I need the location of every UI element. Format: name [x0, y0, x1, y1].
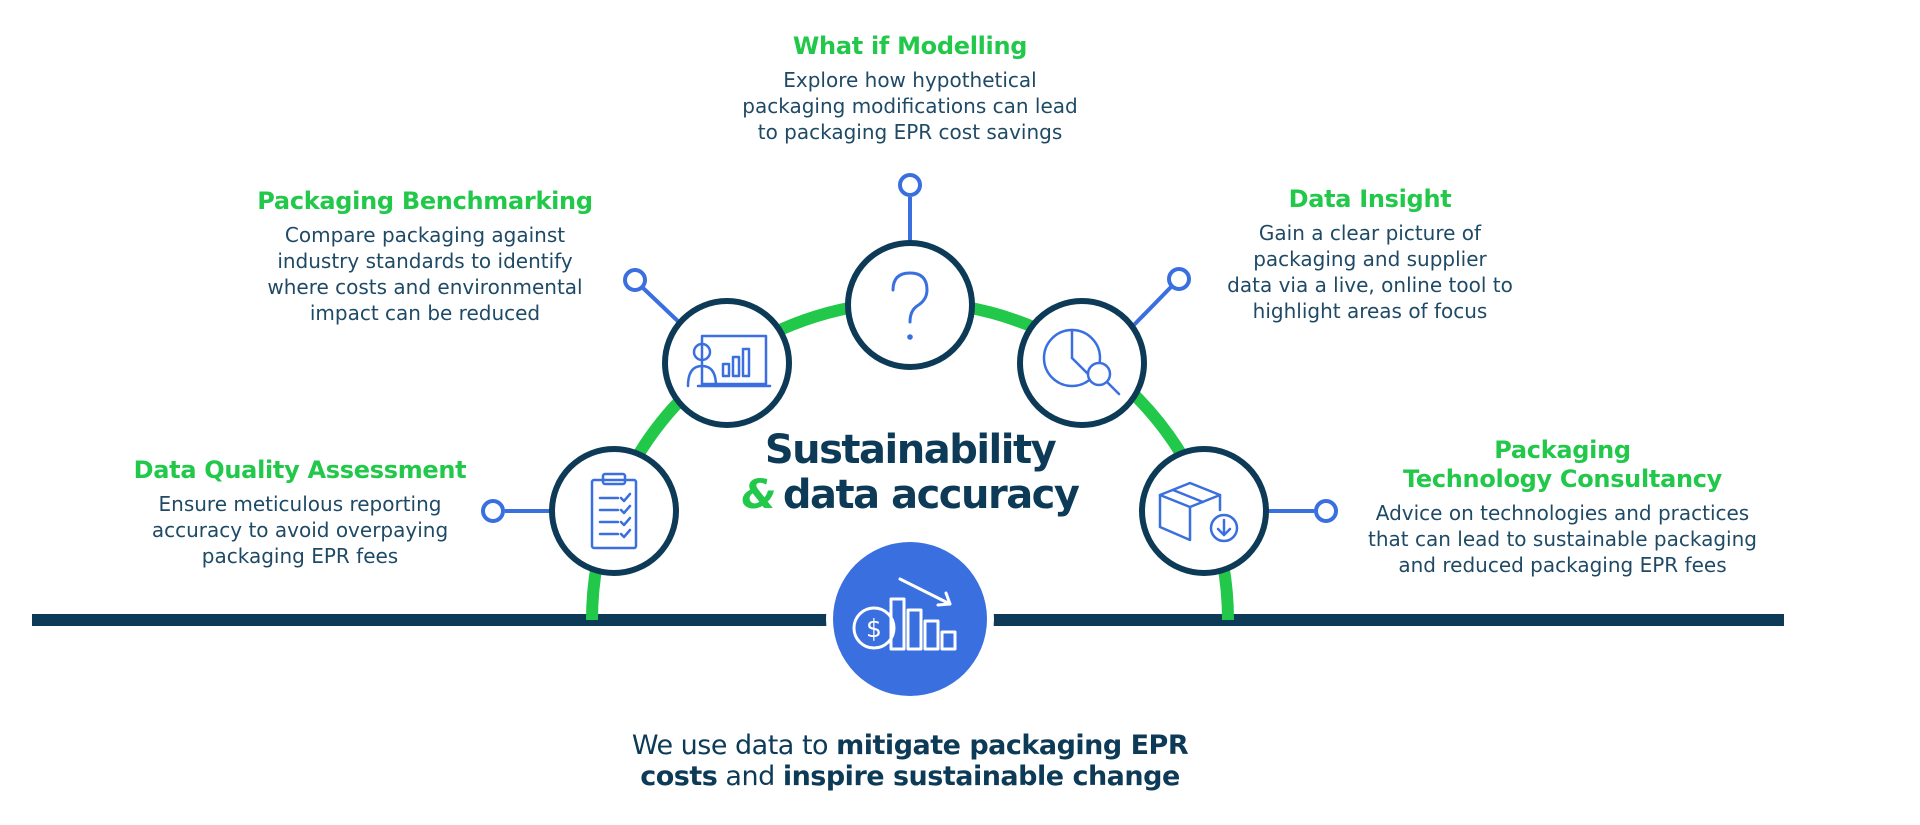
node-packaging-benchmarking — [662, 298, 792, 428]
connector-benchmarking — [623, 268, 685, 328]
desc-line: and reduced packaging EPR fees — [1398, 553, 1727, 577]
desc-line: that can lead to sustainable packaging — [1368, 527, 1757, 551]
ampersand: & — [741, 472, 777, 518]
money-chart-down-icon — [852, 577, 957, 651]
connector-what-if — [898, 173, 922, 245]
block-data-quality-assessment: Data Quality Assessment Ensure meticulou… — [125, 456, 475, 569]
connector-data-insight — [1129, 267, 1191, 330]
tagline-line1: We use data to mitigate packaging EPR — [540, 730, 1280, 761]
desc-line: Gain a clear picture of — [1258, 221, 1482, 245]
desc-line: to packaging EPR cost savings — [757, 120, 1063, 144]
connector-tech-consultancy — [1264, 499, 1338, 523]
center-money-node: $ — [826, 535, 994, 703]
heading-line: Technology Consultancy — [1402, 465, 1723, 493]
center-title-line2-text: data accuracy — [782, 472, 1080, 518]
block-packaging-technology-consultancy: Packaging Technology Consultancy Advice … — [1340, 436, 1785, 578]
node-packaging-technology-consultancy — [1139, 446, 1269, 576]
desc-line: data via a live, online tool to — [1227, 273, 1513, 297]
desc-line: packaging modifications can lead — [742, 94, 1078, 118]
block-packaging-benchmarking: Packaging Benchmarking Compare packaging… — [240, 187, 610, 326]
tagline-line2: costs and inspire sustainable change — [540, 761, 1280, 792]
heading-data-insight: Data Insight — [1288, 185, 1452, 213]
tagline-bold: mitigate packaging EPR — [836, 730, 1189, 761]
node-data-quality-assessment — [549, 446, 679, 576]
desc-line: where costs and environmental — [267, 275, 583, 299]
question-mark-icon — [891, 271, 929, 340]
presentation-chart-icon — [686, 334, 772, 388]
pie-chart-magnifier-icon — [1042, 328, 1121, 396]
box-download-icon — [1158, 481, 1239, 543]
desc-line: industry standards to identify — [277, 249, 573, 273]
desc-line: Compare packaging against — [284, 223, 566, 247]
center-title: Sustainability &data accuracy — [690, 428, 1130, 518]
desc-line: Explore how hypothetical — [783, 68, 1037, 92]
heading-data-quality-assessment: Data Quality Assessment — [133, 456, 467, 484]
desc-line: packaging and supplier — [1253, 247, 1487, 271]
tagline: We use data to mitigate packaging EPR co… — [540, 730, 1280, 792]
connector-data-quality — [481, 499, 556, 523]
dollar-sign: $ — [866, 614, 882, 643]
tagline-part: We use data to — [631, 730, 837, 761]
desc-line: Ensure meticulous reporting — [158, 492, 442, 516]
heading-packaging-technology-consultancy: Packaging Technology Consultancy — [1340, 436, 1785, 494]
desc-line: Advice on technologies and practices — [1375, 501, 1750, 525]
node-data-insight — [1017, 298, 1147, 428]
heading-packaging-benchmarking: Packaging Benchmarking — [257, 187, 593, 215]
heading-what-if-modelling: What if Modelling — [792, 32, 1028, 60]
center-title-line1: Sustainability — [764, 427, 1057, 473]
heading-line: Packaging — [1494, 436, 1631, 464]
desc-line: highlight areas of focus — [1252, 299, 1488, 323]
desc-line: impact can be reduced — [309, 301, 541, 325]
block-what-if-modelling: What if Modelling Explore how hypothetic… — [720, 32, 1100, 145]
desc-line: packaging EPR fees — [201, 544, 399, 568]
block-data-insight: Data Insight Gain a clear picture of pac… — [1210, 185, 1530, 324]
tagline-bold: inspire sustainable change — [782, 761, 1180, 792]
center-title-line2: &data accuracy — [690, 473, 1130, 518]
node-what-if-modelling — [845, 240, 975, 370]
tagline-part: and — [717, 761, 783, 792]
tagline-bold: costs — [640, 761, 718, 792]
clipboard-checklist-icon — [590, 472, 638, 550]
desc-line: accuracy to avoid overpaying — [151, 518, 449, 542]
